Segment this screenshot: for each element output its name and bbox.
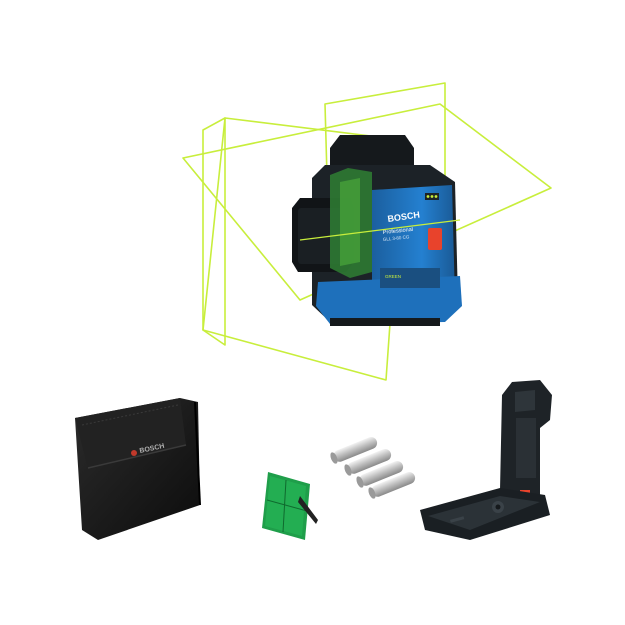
laser-level-device: BOSCH Professional GLL 3-80 CG GREEN [292,135,462,326]
device-model-label: GLL 3-80 CG [383,234,410,242]
laser-target-plate [262,472,318,540]
on-off-slider [428,228,442,250]
device-feature-label: GREEN [385,274,401,279]
device-brand-label: BOSCH [387,210,421,224]
aa-batteries [330,437,416,499]
wall-mount-bracket [420,380,552,540]
device-series-label: Professional [383,227,414,236]
carry-pouch: BOSCH [75,398,201,540]
